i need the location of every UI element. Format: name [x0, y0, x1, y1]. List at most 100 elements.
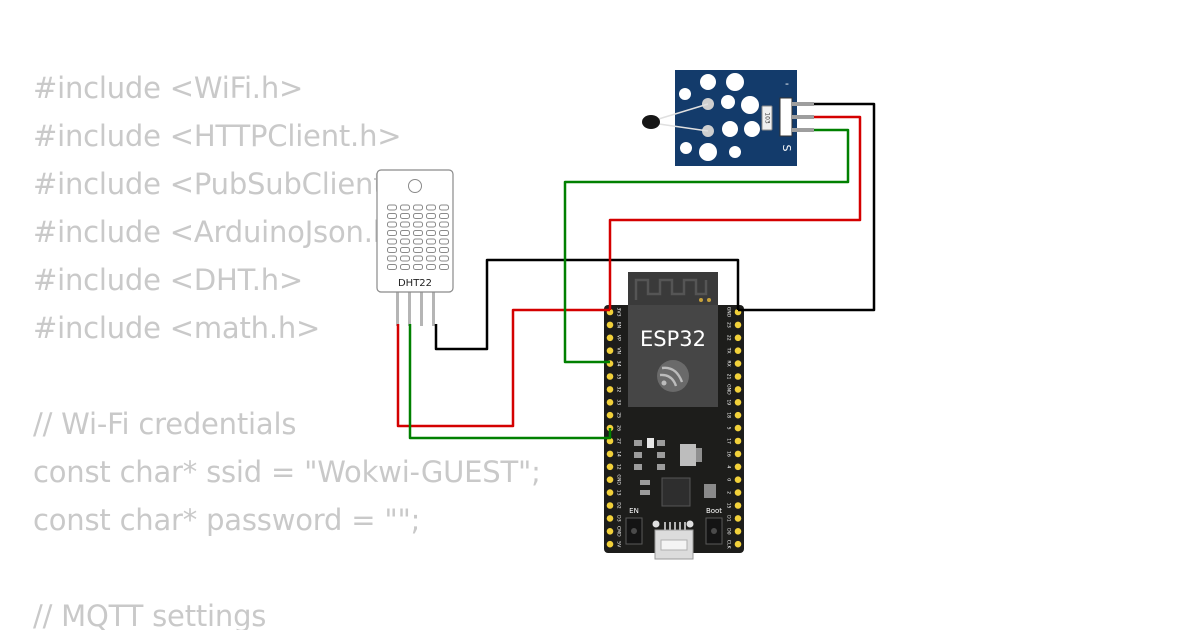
- esp32-pin[interactable]: [606, 450, 614, 458]
- wire-red-ntc-vcc[interactable]: [608, 115, 862, 310]
- dht22-pin[interactable]: [396, 290, 399, 326]
- code-line: #include <WiFi.h>: [33, 71, 304, 105]
- dht22-grille-slot: [400, 204, 410, 211]
- smd-component: [657, 464, 665, 470]
- esp32-pin[interactable]: [734, 360, 742, 367]
- esp32-pin[interactable]: [734, 463, 742, 471]
- esp32-left-header[interactable]: 3V3ENVPVN343532332526271412GND13D2D3CMD5…: [606, 308, 622, 549]
- esp32-pin-label: 14: [616, 451, 622, 457]
- esp32-pin-label: 25: [616, 412, 622, 418]
- dht22-grille-slot: [387, 221, 397, 228]
- esp32-pin[interactable]: [734, 347, 742, 355]
- esp32-pin[interactable]: [734, 334, 742, 342]
- dht22-grille-slot: [413, 247, 423, 253]
- smd-component: [634, 440, 642, 446]
- smd-component: [640, 480, 650, 485]
- esp32-pin[interactable]: [606, 515, 614, 522]
- dht22-pin[interactable]: [432, 290, 435, 326]
- ntc-pin-vcc[interactable]: [792, 102, 814, 106]
- esp32-pin[interactable]: [734, 528, 742, 535]
- ntc-header: [779, 97, 793, 137]
- wire-green-dht-data[interactable]: [408, 324, 612, 440]
- esp32-pin[interactable]: [606, 347, 614, 355]
- esp32-pin-label: 0: [726, 478, 732, 481]
- esp32-pin[interactable]: [734, 399, 742, 406]
- dht22-grille-slot: [439, 230, 449, 236]
- wire-black-dht-gnd[interactable]: [434, 258, 740, 351]
- dht22-grille-slot: [400, 230, 410, 236]
- esp32-pin-label: 33: [616, 399, 622, 405]
- esp32-pin[interactable]: [734, 373, 742, 380]
- ntc-pin-gnd[interactable]: [792, 115, 814, 119]
- esp32-pin[interactable]: [606, 411, 614, 419]
- esp32-board[interactable]: ESP32 EN Boot: [604, 272, 744, 560]
- esp32-pin-label: 19: [726, 399, 732, 405]
- esp32-pin[interactable]: [734, 502, 742, 509]
- esp32-pin-label: CLK: [726, 540, 732, 550]
- esp32-pin-label: 5: [726, 427, 732, 430]
- esp32-pin[interactable]: [606, 399, 614, 406]
- dht22-grille-slot: [400, 238, 410, 245]
- esp32-pin[interactable]: [734, 450, 742, 458]
- esp32-pin-label: 2: [726, 491, 732, 494]
- dht22-grille-slot: [426, 204, 436, 211]
- ntc-sensor-module[interactable]: 103 - S: [642, 70, 814, 166]
- dht22-pin[interactable]: [408, 290, 411, 326]
- dht22-grille-slot: [387, 230, 397, 236]
- esp32-pin-label: 18: [726, 412, 732, 418]
- esp32-pin[interactable]: [734, 437, 742, 445]
- esp32-pin[interactable]: [606, 502, 614, 509]
- dht22-grille-slot: [387, 238, 397, 245]
- esp32-pin[interactable]: [734, 476, 742, 484]
- esp32-pin[interactable]: [606, 373, 614, 380]
- dht22-grille-slot: [413, 230, 423, 236]
- wire-red-dht-vcc[interactable]: [396, 308, 610, 428]
- wire-black-ntc-gnd[interactable]: [738, 102, 876, 312]
- esp32-pin-label: D2: [616, 502, 622, 509]
- boot-button-cap: [711, 528, 717, 534]
- ntc-pin-sig[interactable]: [792, 128, 814, 132]
- dht22-grille-slot: [400, 255, 410, 262]
- smd-component: [634, 452, 642, 458]
- antenna-trace: [634, 278, 708, 300]
- mount-hole: [680, 142, 692, 154]
- esp32-pin[interactable]: [606, 386, 614, 393]
- wire-green-ntc-signal[interactable]: [563, 128, 850, 364]
- esp32-pin[interactable]: [606, 463, 614, 471]
- esp32-pin[interactable]: [734, 540, 742, 548]
- dht22-sensor[interactable]: DHT22: [376, 169, 454, 326]
- esp32-pin[interactable]: [606, 334, 614, 342]
- esp32-pin[interactable]: [734, 411, 742, 419]
- esp32-pin-label: 17: [726, 438, 732, 444]
- esp32-pin[interactable]: [734, 515, 742, 522]
- esp32-pin[interactable]: [606, 321, 614, 329]
- dht22-pin[interactable]: [420, 290, 423, 326]
- dht22-grille-slot: [426, 230, 436, 236]
- dht22-grille-slot: [426, 221, 436, 228]
- esp32-pin[interactable]: [606, 437, 614, 445]
- thermistor-lead: [651, 103, 709, 122]
- esp32-pin[interactable]: [606, 476, 614, 484]
- esp32-pin-label: RX: [726, 360, 732, 366]
- esp32-label: ESP32: [640, 327, 706, 351]
- esp32-pin[interactable]: [606, 528, 614, 535]
- smd-component: [704, 484, 716, 498]
- espressif-logo-icon: [657, 360, 689, 392]
- esp32-pin[interactable]: [734, 321, 742, 329]
- code-line: #include <ArduinoJson.h>: [33, 215, 415, 249]
- esp32-pin[interactable]: [734, 424, 742, 432]
- esp32-pin-label: D1: [726, 515, 732, 522]
- code-line: const char* password = "";: [33, 503, 421, 537]
- esp32-pin-label: 5V: [616, 541, 622, 548]
- esp32-pin-label: 22: [726, 335, 732, 341]
- wires: [396, 102, 876, 440]
- esp32-pin[interactable]: [606, 489, 614, 496]
- esp32-pin[interactable]: [734, 386, 742, 393]
- esp32-pin[interactable]: [606, 540, 614, 548]
- smd-component: [640, 490, 650, 495]
- dht22-grille-slot: [413, 221, 423, 228]
- esp32-pin-label: VP: [616, 335, 622, 341]
- esp32-pin-label: GND: [616, 474, 622, 485]
- esp32-pin[interactable]: [734, 489, 742, 496]
